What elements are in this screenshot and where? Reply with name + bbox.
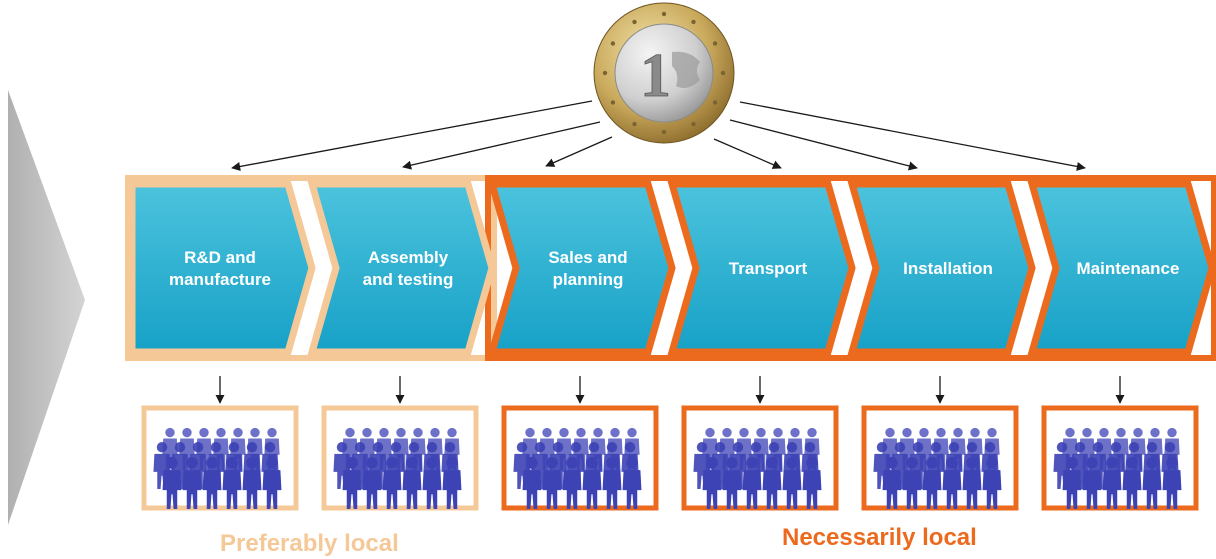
preferably-local-label: Preferably local — [220, 530, 399, 557]
euro-coin: 1 — [593, 2, 735, 144]
stage-chevron: Assembly and testing — [307, 180, 496, 356]
coin-arrow — [729, 119, 918, 171]
stage-label: Transport — [729, 259, 808, 278]
stage-chevron: R&D and manufacture — [128, 180, 316, 356]
coin-arrow — [231, 100, 593, 171]
chevron-shape — [847, 180, 1036, 356]
workforce-box — [141, 405, 299, 511]
coin-arrow — [545, 136, 613, 167]
workforce-box — [501, 405, 659, 511]
coin-map-relief — [672, 51, 700, 88]
workforce-box — [1041, 405, 1199, 511]
stage-chevron: Maintenance — [1027, 180, 1216, 356]
stage-label: Sales and — [548, 248, 627, 267]
value-chain-stages: R&D and manufacture Assembly and testing Sal… — [125, 175, 1216, 361]
workforce-box — [321, 405, 479, 511]
coin-denomination: 1 — [640, 42, 671, 110]
workforce-box — [861, 405, 1019, 511]
stage-chevron: Sales and planning — [487, 180, 676, 356]
chevron-shape — [307, 180, 496, 356]
stage-label: and testing — [363, 270, 454, 289]
down-arrows — [215, 376, 1125, 404]
coin-arrow — [713, 138, 782, 169]
coin-arrow — [402, 121, 601, 170]
workforce-boxes — [141, 405, 1199, 511]
coin-arrows — [231, 100, 1086, 171]
chevron-shape — [128, 180, 316, 356]
chevron-shape — [667, 180, 856, 356]
coin-arrow — [739, 101, 1086, 171]
stage-label: R&D and — [184, 248, 256, 267]
stage-label: planning — [553, 270, 624, 289]
stage-chevron: Installation — [847, 180, 1036, 356]
stage-label: manufacture — [169, 270, 271, 289]
stage-chevron: Transport — [667, 180, 856, 356]
chevron-shape — [487, 180, 676, 356]
chevron-shape — [1027, 180, 1216, 356]
side-arrow-shape — [8, 90, 85, 525]
stage-label: Assembly — [368, 248, 449, 267]
necessarily-local-label: Necessarily local — [782, 524, 977, 551]
stage-label: Maintenance — [1077, 259, 1180, 278]
stage-label: Installation — [903, 259, 993, 278]
workforce-box — [681, 405, 839, 511]
